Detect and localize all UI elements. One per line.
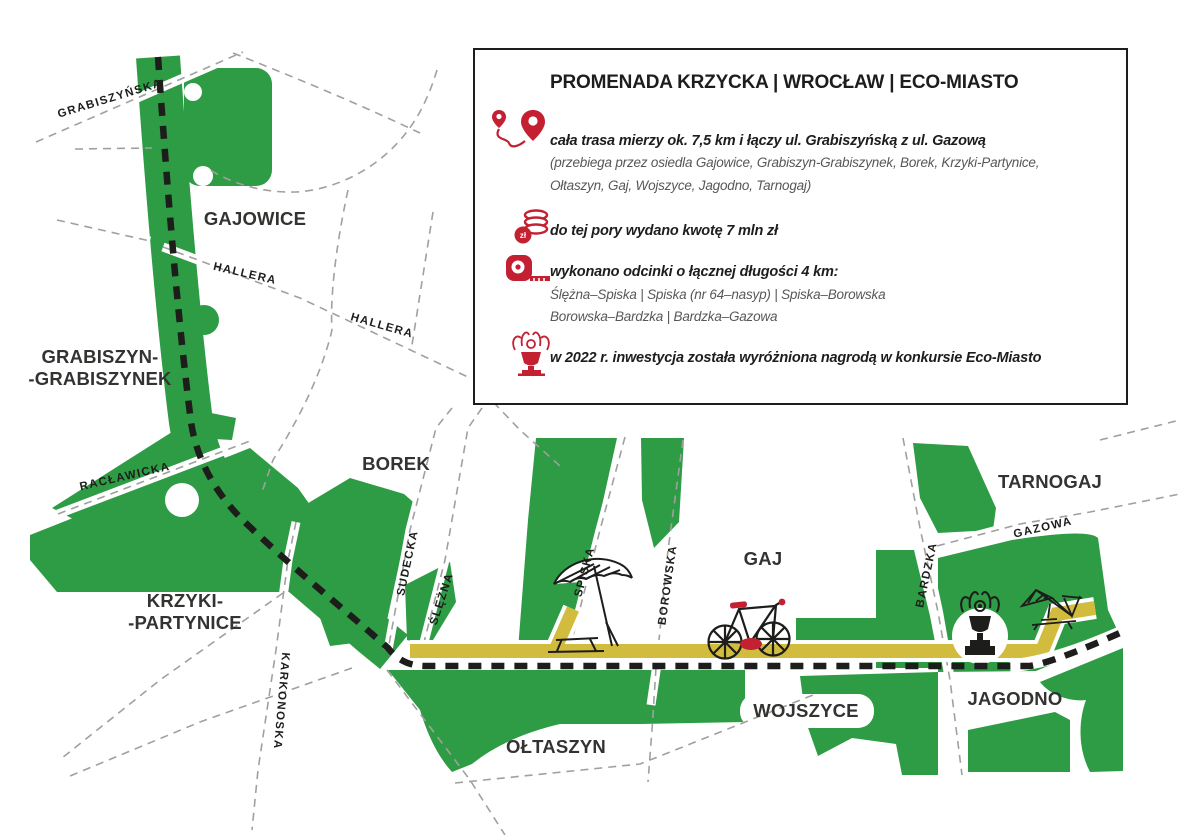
- segments-built-text: wykonano odcinki o łącznej długości 4 km…: [550, 264, 839, 280]
- spent-amount-text: do tej pory wydano kwotę 7 mln zł: [550, 223, 778, 239]
- route-districts-note-1: (przebiega przez osiedla Gajowice, Grabi…: [550, 155, 1040, 170]
- roads: [35, 51, 1181, 835]
- award-trophy-icon: [512, 331, 550, 376]
- svg-text:zł: zł: [520, 231, 527, 240]
- route-length-text: cała trasa mierzy ok. 7,5 km i łączy ul.…: [550, 133, 986, 149]
- coins-icon: zł: [514, 209, 549, 244]
- district-label-grabiszyn-grabiszynek: GRABISZYN- -GRABISZYNEK: [28, 346, 172, 389]
- playground-icon: [1019, 588, 1083, 631]
- district-label-gaj: GAJ: [743, 548, 783, 569]
- district-label-o-taszyn: OŁTASZYN: [506, 736, 606, 757]
- bicycle-icon: [707, 598, 791, 660]
- route-districts-note-2: Ołtaszyn, Gaj, Wojszyce, Jagodno, Tarnog…: [550, 178, 812, 193]
- segments-note-1: Ślężna–Spiska | Spiska (nr 64–nasyp) | S…: [550, 287, 886, 302]
- district-label-wojszyce: WOJSZYCE: [753, 700, 859, 721]
- award-text: w 2022 r. inwestycja została wyróżniona …: [550, 350, 1042, 366]
- district-label-gajowice: GAJOWICE: [203, 208, 307, 229]
- info-panel: PROMENADA KRZYCKA | WROCŁAW | ECO-MIASTO…: [473, 48, 1128, 405]
- measuring-tape-icon: [506, 255, 550, 281]
- segments-note-2: Borowska–Bardzka | Bardzka–Gazowa: [550, 309, 778, 324]
- route-pins-icon: [492, 110, 545, 148]
- district-label-borek: BOREK: [362, 453, 430, 474]
- district-label-krzyki-partynice: KRZYKI- -PARTYNICE: [128, 590, 242, 633]
- page-title: PROMENADA KRZYCKA | WROCŁAW | ECO-MIASTO: [550, 72, 1019, 93]
- district-label-tarnogaj: TARNOGAJ: [997, 471, 1103, 492]
- railway-line: [154, 56, 1125, 673]
- trophy-marker-icon: [960, 591, 1000, 655]
- beach-umbrella-icon: [547, 557, 633, 653]
- district-label-jagodno: JAGODNO: [967, 688, 1063, 709]
